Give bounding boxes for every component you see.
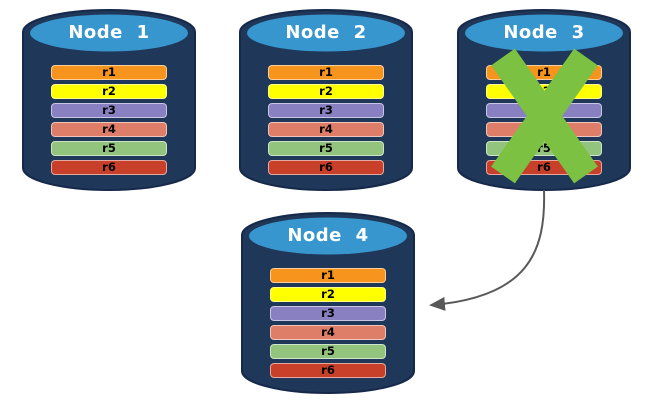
node-title: Node 4 xyxy=(287,225,369,246)
record-row: r5 xyxy=(270,344,386,359)
record-row: r2 xyxy=(270,287,386,302)
record-row: r2 xyxy=(51,84,167,99)
record-row: r4 xyxy=(268,122,384,137)
record-row: r6 xyxy=(486,160,602,175)
record-rows: r1 r2 r3 r4 r5 r6 xyxy=(270,268,386,378)
record-rows: r1 r2 r3 r4 r5 r6 xyxy=(268,65,384,175)
record-row: r3 xyxy=(51,103,167,118)
node-title: Node 3 xyxy=(503,22,585,43)
record-row: r3 xyxy=(486,103,602,118)
record-row: r4 xyxy=(486,122,602,137)
record-rows: r1 r2 r3 r4 r5 r6 xyxy=(486,65,602,175)
node-1: Node 1 r1 r2 r3 r4 r5 r6 xyxy=(20,8,198,192)
record-rows: r1 r2 r3 r4 r5 r6 xyxy=(51,65,167,175)
record-row: r5 xyxy=(486,141,602,156)
node-4: Node 4 r1 r2 r3 r4 r5 r6 xyxy=(239,211,417,395)
record-row: r5 xyxy=(268,141,384,156)
record-row: r1 xyxy=(270,268,386,283)
record-row: r2 xyxy=(486,84,602,99)
record-row: r2 xyxy=(268,84,384,99)
node-title: Node 1 xyxy=(68,22,150,43)
record-row: r3 xyxy=(270,306,386,321)
node-2: Node 2 r1 r2 r3 r4 r5 r6 xyxy=(237,8,415,192)
cylinder-top-cap xyxy=(30,14,188,52)
record-row: r6 xyxy=(270,363,386,378)
record-row: r5 xyxy=(51,141,167,156)
node-title: Node 2 xyxy=(285,22,367,43)
cylinder-top-cap xyxy=(247,14,405,52)
node-3: Node 3 r1 r2 r3 r4 r5 r6 xyxy=(455,8,633,192)
record-row: r4 xyxy=(51,122,167,137)
record-row: r6 xyxy=(51,160,167,175)
record-row: r1 xyxy=(268,65,384,80)
record-row: r1 xyxy=(486,65,602,80)
record-row: r6 xyxy=(268,160,384,175)
record-row: r1 xyxy=(51,65,167,80)
data-transfer-arrow xyxy=(429,189,546,311)
cylinder-top-cap xyxy=(465,14,623,52)
record-row: r4 xyxy=(270,325,386,340)
record-row: r3 xyxy=(268,103,384,118)
cylinder-top-cap xyxy=(249,217,407,255)
